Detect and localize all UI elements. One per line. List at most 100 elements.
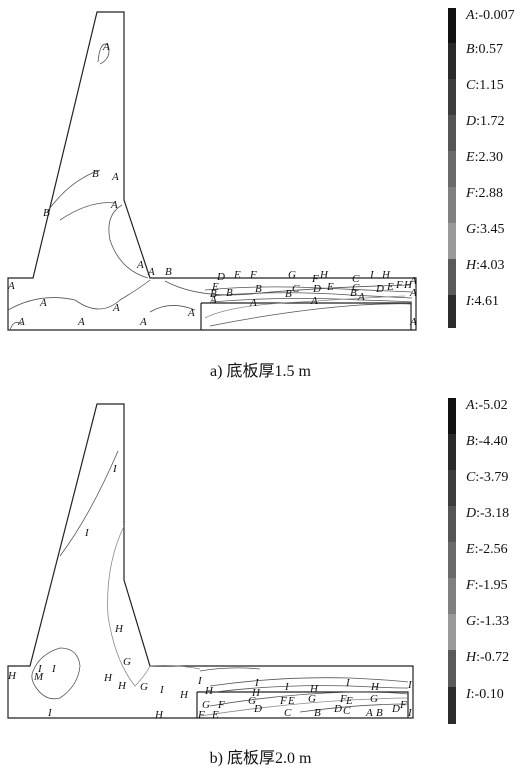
contour-label: E	[233, 269, 241, 281]
contour-label: E	[345, 695, 353, 707]
legend-item: I:-0.10	[466, 687, 504, 702]
contour-line	[59, 202, 116, 221]
contour-label: I	[37, 663, 43, 675]
contour-line	[149, 305, 196, 313]
contour-line	[7, 279, 151, 311]
legend-a: A:-0.007 B:0.57 C:1.15 D:1.72 E:2.30 F:2…	[448, 8, 521, 328]
contour-label: G	[202, 699, 210, 711]
legend-swatch	[448, 398, 456, 434]
legend-item: F:2.88	[466, 186, 503, 201]
contour-label: A	[357, 291, 365, 303]
contour-label: F	[217, 699, 225, 711]
contour-label: F	[279, 695, 287, 707]
legend-item: H:4.03	[466, 258, 505, 273]
caption-b: b) 底板厚2.0 m	[209, 750, 312, 767]
contour-label: F	[197, 709, 205, 721]
contour-label: H	[117, 680, 127, 692]
legend-item: G:-1.33	[466, 614, 510, 629]
contour-label: H	[403, 279, 413, 291]
legend-swatch	[448, 223, 456, 259]
legend-swatch	[448, 650, 456, 687]
contour-label: F	[249, 269, 257, 281]
legend-swatch	[448, 295, 456, 328]
contour-label: D	[375, 283, 384, 295]
contour-label: C	[343, 705, 351, 717]
contour-diagram-a: A B A B A A A B A A A A A A A D E F E B …	[7, 11, 417, 331]
contour-label: F	[339, 693, 347, 705]
contour-label: A	[187, 307, 195, 319]
contour-label: B	[314, 707, 321, 719]
contour-label: C	[352, 282, 360, 294]
contour-label: H	[179, 689, 189, 701]
contour-label: H	[154, 709, 164, 721]
contour-line	[164, 280, 411, 296]
contour-line	[59, 450, 119, 557]
legend-swatch	[448, 43, 456, 79]
legend-item: A:-5.02	[466, 398, 508, 413]
panel-a: A B A B A A A B A A A A A A A D E F E B …	[7, 8, 521, 380]
contour-label: A	[409, 287, 417, 299]
contour-label: D	[253, 703, 262, 715]
contour-label: H	[370, 681, 380, 693]
contour-label: A	[409, 275, 417, 287]
contour-line	[209, 292, 413, 299]
structure-outline	[7, 403, 414, 719]
contour-label: I	[159, 684, 165, 696]
contour-label: A	[77, 316, 85, 328]
contour-line	[209, 691, 409, 707]
contour-label: A	[7, 280, 15, 292]
base-inner-line	[201, 302, 412, 330]
legend-item: D:-3.18	[466, 506, 510, 521]
contour-label: M	[33, 671, 44, 683]
contour-label: F	[311, 273, 319, 285]
legend-swatch	[448, 259, 456, 295]
contour-label: I	[84, 527, 90, 539]
contour-label: I	[254, 677, 260, 689]
contour-label: A	[110, 199, 118, 211]
contour-label: G	[370, 693, 378, 705]
structure-outline	[7, 11, 417, 331]
legend-item: C:-3.79	[466, 470, 509, 485]
contour-label: B	[285, 288, 292, 300]
legend-item: E:-2.56	[466, 542, 508, 557]
contour-label: C	[352, 273, 360, 285]
contour-label: C	[284, 707, 292, 719]
contour-label: A	[310, 295, 318, 307]
contour-line	[204, 286, 413, 293]
legend-swatch	[448, 151, 456, 187]
legend-item: G:3.45	[466, 222, 505, 237]
contour-label: A	[102, 41, 110, 53]
contour-label: A	[139, 316, 147, 328]
contour-label: B	[255, 283, 262, 295]
contour-line	[9, 322, 23, 331]
contour-label: I	[47, 707, 53, 719]
contour-label: G	[308, 693, 316, 705]
contour-label: E	[326, 281, 334, 293]
legend-swatch	[448, 506, 456, 542]
contour-label: E	[386, 281, 394, 293]
contour-diagram-b: I I H H G H G I I I M H I I H H G F F E …	[7, 403, 414, 721]
base-inner-line	[197, 691, 409, 718]
legend-item: E:2.30	[466, 150, 503, 165]
legend-swatch	[448, 187, 456, 223]
panel-b: I I H H G H G I I I M H I I H H G F F E …	[0, 386, 521, 772]
legend-swatch	[448, 614, 456, 650]
contour-label: I	[345, 677, 351, 689]
contour-label: D	[312, 283, 321, 295]
contour-line	[31, 647, 81, 700]
contour-line	[209, 677, 409, 687]
contour-line	[107, 525, 151, 687]
contour-label: B	[92, 168, 99, 180]
legend-item: H:-0.72	[466, 650, 510, 665]
contour-label: A	[39, 297, 47, 309]
contour-label: A	[249, 297, 257, 309]
contour-line	[199, 667, 261, 672]
contour-label: E	[211, 281, 219, 293]
contour-label: A	[365, 707, 373, 719]
contour-label: B	[165, 266, 172, 278]
contour-label: H	[7, 670, 17, 682]
contour-label: I	[197, 675, 203, 687]
contour-label: G	[123, 656, 131, 668]
contour-line	[97, 43, 110, 65]
contour-label: A	[111, 171, 119, 183]
